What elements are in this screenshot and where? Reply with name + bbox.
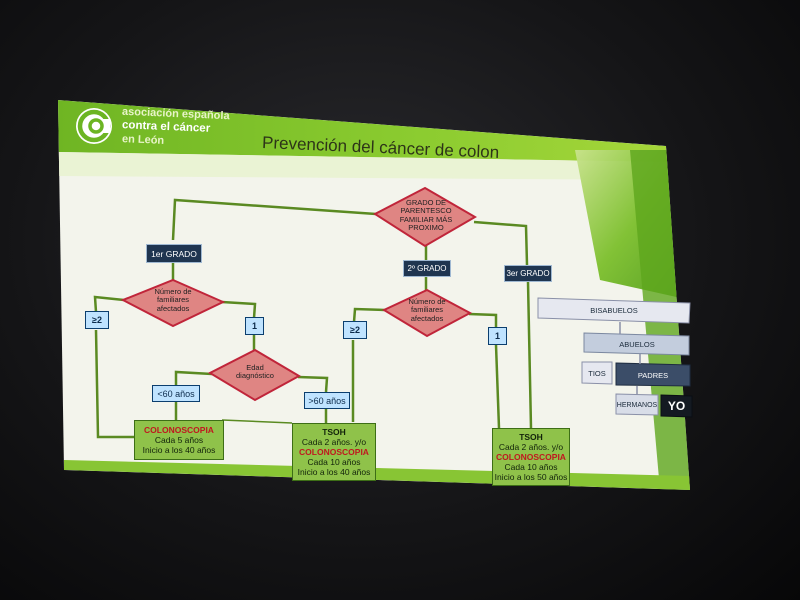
family-tios: TIOS xyxy=(588,368,606,378)
label-2-grado: 2º GRADO xyxy=(403,260,451,277)
decision-grado-parentesco-text: GRADO DE PARENTESCO FAMILIAR MÁS PROXIMO xyxy=(399,198,453,232)
label-3er-grado: 3er GRADO xyxy=(504,265,552,282)
header-band xyxy=(58,100,667,162)
family-tree-shapes xyxy=(537,297,693,418)
outcome-tsoh-50: TSOH Cada 2 años. y/o COLONOSCOPIA Cada … xyxy=(492,428,570,486)
label-gt60: >60 años xyxy=(304,392,350,409)
family-padres: PADRES xyxy=(637,370,669,380)
outcome-tsoh-40: TSOH Cada 2 años. y/o COLONOSCOPIA Cada … xyxy=(292,423,376,481)
label-ge2-left: ≥2 xyxy=(85,311,109,329)
decision-familiares-1-text: Número de familiares afectados xyxy=(154,287,192,313)
label-ge2-right: ≥2 xyxy=(343,321,367,339)
label-one-right: 1 xyxy=(488,327,507,345)
decision-edad xyxy=(207,348,302,402)
logo-icon xyxy=(76,108,112,144)
family-bisabuelos: BISABUELOS xyxy=(590,305,638,315)
decision-familiares-2-text: Número de familiares afectados xyxy=(408,297,446,323)
header-strip xyxy=(58,152,667,180)
label-1er-grado: 1er GRADO xyxy=(146,244,202,263)
family-hermanos: HERMANOS xyxy=(616,401,658,409)
logo-text-line3: en León xyxy=(121,133,165,147)
slide-surface xyxy=(58,100,690,490)
decision-grado-parentesco xyxy=(373,186,477,248)
flow-connectors xyxy=(93,198,533,439)
family-yo: YO xyxy=(667,399,686,413)
family-abuelos: ABUELOS xyxy=(619,339,655,349)
outcome-colonoscopia: COLONOSCOPIA Cada 5 años Inicio a los 40… xyxy=(134,420,224,460)
decision-familiares-2 xyxy=(381,288,473,338)
label-one-left: 1 xyxy=(245,317,264,335)
label-lt60: <60 años xyxy=(152,385,200,402)
decision-familiares-1 xyxy=(120,278,226,328)
decision-edad-text: Edad diagnóstico xyxy=(236,363,274,381)
